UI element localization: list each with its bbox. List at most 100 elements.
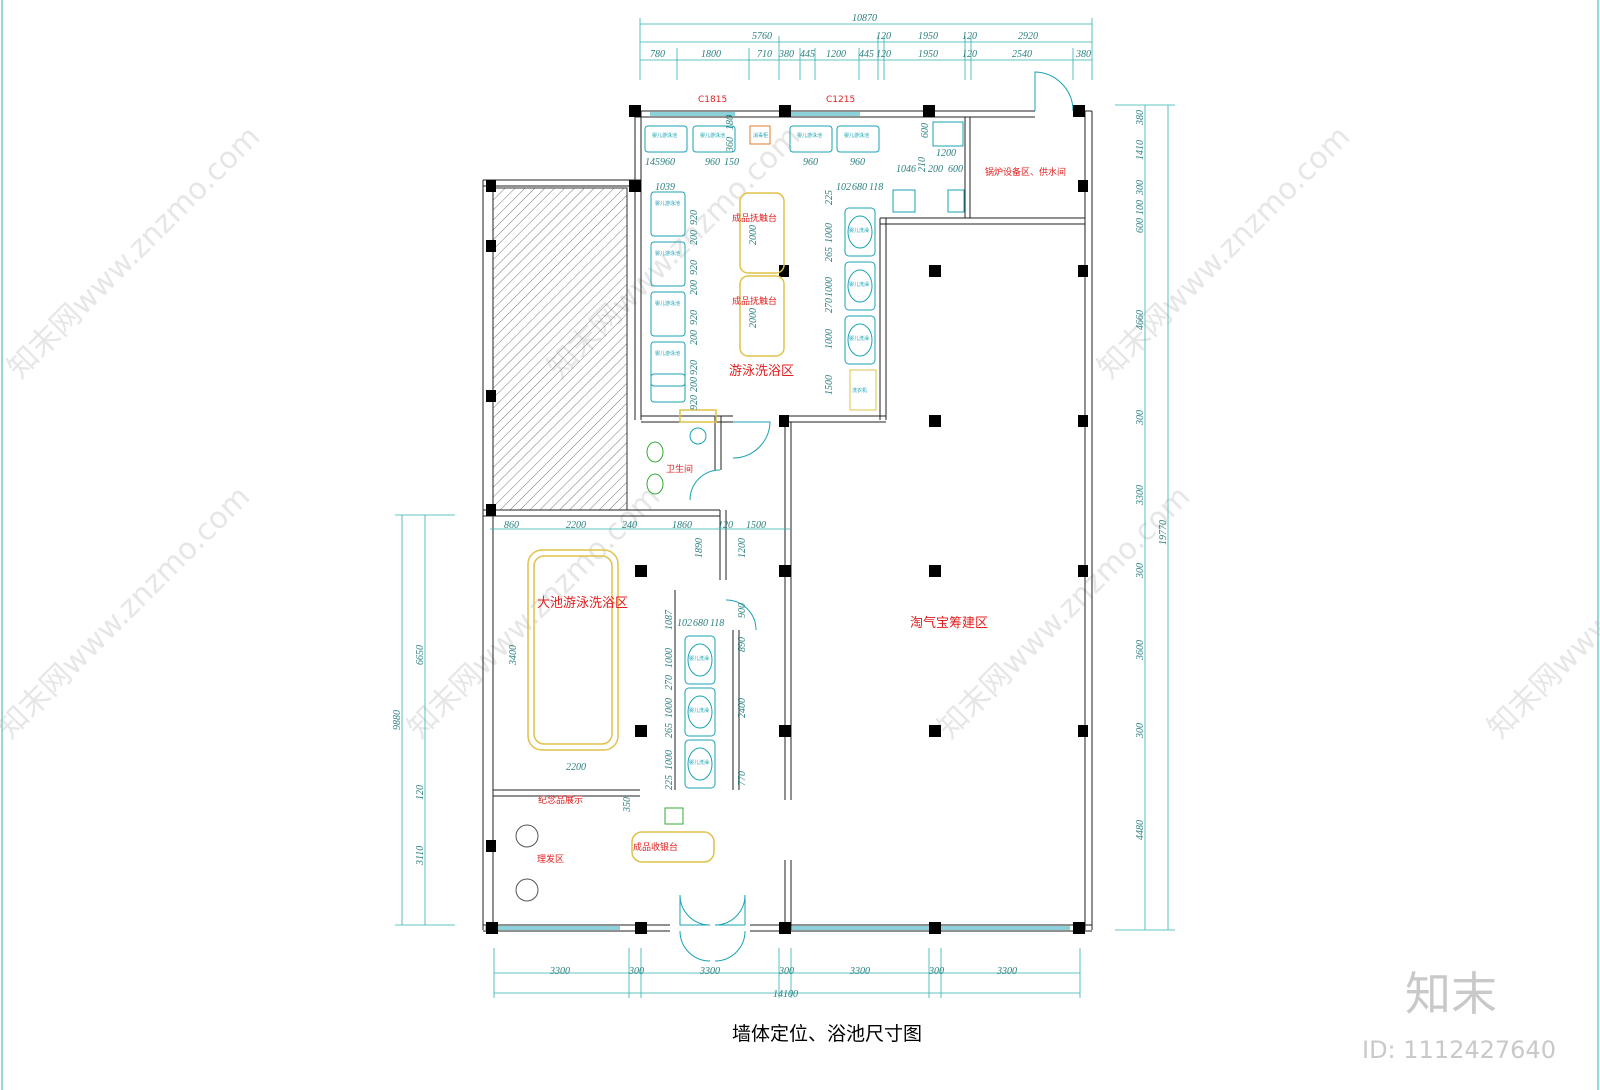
right-dimensions: 380 1410 300 100 600 4660 300 3300 300 3… — [1135, 110, 1169, 840]
dim-pool: 3400 — [508, 645, 519, 666]
fixture-label: 婴儿洗澡 — [689, 655, 709, 662]
interior-dimensions: 960 960 960 960 145 150 360 180 1039 920… — [504, 115, 963, 813]
left-dimensions: 6650 120 3110 9880 — [392, 645, 426, 866]
dim-pool-side: 1200 — [737, 538, 748, 558]
label-window-1: C1815 — [698, 95, 727, 105]
dim-left: 3110 — [415, 846, 426, 866]
dim-upper-small: 360 — [725, 137, 736, 153]
dim-right: 300 — [1135, 180, 1146, 196]
drawing-caption: 墙体定位、浴池尺寸图 — [732, 1023, 922, 1045]
fixture-label: 婴儿游泳池 — [655, 350, 680, 357]
dim-top-r2: 1800 — [701, 49, 721, 60]
fixture-label: 婴儿洗澡 — [689, 707, 709, 714]
label-window-2: C1215 — [826, 95, 855, 105]
dim-right: 380 — [1135, 110, 1146, 126]
dim-right: 4660 — [1135, 310, 1146, 330]
dim-pool-top: 1500 — [746, 520, 766, 531]
fixture-label: 婴儿洗澡 — [849, 281, 869, 288]
label-cashier: 成品收银台 — [633, 841, 678, 853]
dim-lower-col-top: 1087 — [664, 609, 675, 630]
dim-col-right: 1000 — [824, 277, 835, 297]
dim-upper-small: 180 — [725, 115, 736, 130]
label-souvenir: 纪念品展示 — [538, 794, 583, 806]
dim-left: 6650 — [415, 645, 426, 665]
dim-col-left: 920 — [689, 395, 700, 410]
watermark-6: 知末网www.znzmo.com — [931, 479, 1197, 745]
fixture-label: 婴儿游泳池 — [700, 132, 725, 139]
dim-col-right: 1000 — [824, 223, 835, 243]
label-baby-zone: 淘气宝筹建区 — [910, 615, 988, 631]
fixture-label: 婴儿游泳池 — [652, 132, 677, 139]
fixture-label: 消毒柜 — [753, 132, 768, 139]
label-massage-2: 成品抚触台 — [732, 295, 777, 307]
dim-col-right-top: 102 — [836, 182, 851, 193]
dim-lower-col: 1000 — [664, 648, 675, 668]
dim-boiler: 210 — [917, 157, 928, 172]
dim-top-r2: 1950 — [918, 49, 938, 60]
dim-bottom: 300 — [778, 966, 794, 977]
dim-lower-col: 270 — [664, 675, 675, 690]
dim-boiler: 200 — [928, 164, 943, 175]
dim-lower-right: 2400 — [737, 698, 748, 718]
dim-top-r2: 120 — [962, 49, 977, 60]
dim-top-r2: 380 — [778, 49, 794, 60]
dim-col-right: 1500 — [824, 375, 835, 395]
dim-top-r2: 380 — [1075, 49, 1091, 60]
dim-lower-col: 1000 — [664, 750, 675, 770]
dim-top-total: 10870 — [852, 13, 877, 24]
dim-bottom: 3300 — [549, 966, 570, 977]
yellow-outlines — [527, 192, 785, 863]
dimension-lines — [401, 23, 1169, 994]
dim-lower-right: 890 — [737, 637, 748, 652]
dim-lower-col-top: 680 — [693, 618, 708, 629]
fixture-label: 婴儿游泳池 — [655, 250, 680, 257]
dim-bottom: 300 — [928, 966, 944, 977]
doors — [679, 71, 1074, 962]
dim-right-total: 19770 — [1158, 520, 1169, 545]
watermark-7: 知末网www.znzmo.com — [1481, 479, 1600, 745]
dim-col-left: 200 — [689, 280, 700, 295]
dim-top-r2: 780 — [650, 49, 665, 60]
dim-col-left: 200 — [689, 230, 700, 245]
dim-boiler: 1046 — [896, 164, 916, 175]
dim-right: 300 — [1135, 723, 1146, 739]
fixture-labels: 婴儿游泳池 婴儿游泳池 婴儿游泳池 婴儿游泳池 消毒柜 婴儿游泳池 婴儿游泳池 … — [652, 132, 869, 766]
dim-right: 300 — [1135, 563, 1146, 579]
watermarks: 知末网www.znzmo.com 知末网www.znzmo.com 知末网www… — [0, 119, 1600, 745]
dim-pool-top: 120 — [718, 520, 733, 531]
brand-id: ID: 1112427640 — [1362, 1036, 1556, 1064]
dim-col-left: 920 — [689, 310, 700, 325]
dim-top-r2: 445 — [859, 49, 874, 60]
dim-right: 1410 — [1135, 140, 1146, 160]
dim-right: 300 — [1135, 410, 1146, 426]
fixture-label: 婴儿游泳池 — [797, 132, 822, 139]
dim-col-right: 225 — [824, 190, 835, 205]
dim-boiler: 600 — [920, 123, 931, 138]
walls — [482, 110, 1093, 932]
dim-top-r1: 2920 — [1018, 31, 1038, 42]
dim-col-right-top: 680 — [852, 182, 867, 193]
brand-logo: 知末 — [1405, 967, 1497, 1021]
dim-right: 3300 — [1135, 485, 1146, 506]
dim-col-left: 1039 — [655, 182, 675, 193]
dim-pool-top: 240 — [622, 520, 637, 531]
label-massage-1: 成品抚触台 — [732, 212, 777, 224]
bottom-dimensions: 3300 300 3300 300 3300 300 3300 14100 — [549, 966, 1017, 1000]
dim-upper-row: 960 — [660, 157, 675, 168]
dim-bottom: 3300 — [699, 966, 720, 977]
dim-upper-row: 960 — [803, 157, 818, 168]
dim-pool-top: 1860 — [672, 520, 692, 531]
dim-top-r2: 120 — [876, 49, 891, 60]
dim-col-left: 200 — [689, 330, 700, 345]
dim-lower-col-top: 102 — [677, 618, 692, 629]
fixture-label: 婴儿游泳池 — [844, 132, 869, 139]
dim-boiler: 1200 — [936, 148, 956, 159]
dim-boiler: 600 — [948, 164, 963, 175]
dim-top-r2: 445 — [800, 49, 815, 60]
dim-bottom-total: 14100 — [773, 989, 798, 1000]
dim-col-left: 200 — [689, 377, 700, 392]
label-swim-bath: 游泳洗浴区 — [729, 364, 794, 379]
dim-left-total: 9880 — [392, 710, 403, 730]
dim-cashier: 350 — [622, 797, 633, 813]
